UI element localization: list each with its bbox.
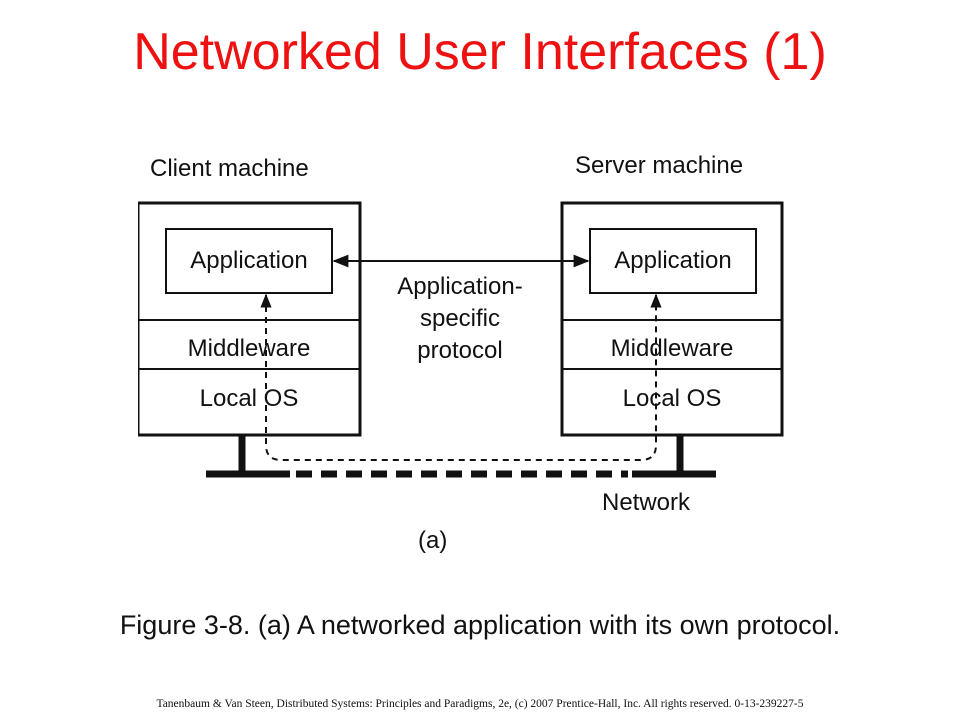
client-middleware-layer: Middleware [187,335,311,362]
server-middleware-layer: Middleware [610,335,734,362]
dashed-message-path [260,293,662,461]
figure-caption: Figure 3-8. (a) A networked application … [119,610,841,640]
client-machine-box [138,201,362,437]
network-label: Network [602,489,691,516]
diagram-graphics [138,201,784,478]
server-machine-label: Server machine [575,152,744,179]
client-local-os-layer: Local OS [199,385,299,412]
protocol-label-line-3: protocol [417,337,503,364]
server-application-layer: Application [614,247,732,274]
server-local-os-layer: Local OS [622,385,722,412]
client-machine-label: Client machine [150,155,309,182]
client-application-layer: Application [190,247,308,274]
protocol-label-line-1: Application- [397,273,523,300]
server-machine-box [560,201,784,437]
subfigure-label: (a) [418,527,448,554]
protocol-label-line-2: specific [419,305,501,332]
copyright-footer: Tanenbaum & Van Steen, Distributed Syste… [156,698,804,710]
network-connectors [206,435,716,478]
networked-application-diagram: Client machine Server machine Applicatio… [138,145,810,557]
slide-title: Networked User Interfaces (1) [133,23,827,81]
